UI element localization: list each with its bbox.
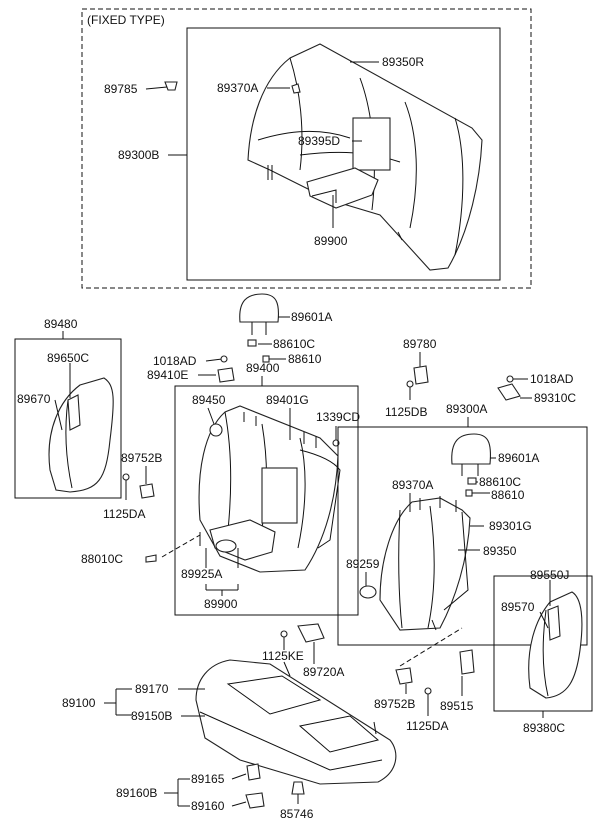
seat-cushion-assembly xyxy=(195,659,397,785)
headrest-right xyxy=(451,433,492,476)
label-89100: 89100 xyxy=(62,696,96,710)
bolt-1018AD-left xyxy=(220,355,228,363)
seatback-split-assembly xyxy=(198,405,341,573)
label-1018AD-right: 1018AD xyxy=(530,372,574,386)
bolt-88010C xyxy=(145,554,157,563)
label-89752B-left: 89752B xyxy=(121,451,162,465)
bolt-1125KE xyxy=(280,630,288,638)
bolt-1125DA-left xyxy=(122,473,130,481)
label-89370A-right: 89370A xyxy=(392,478,433,492)
bolt-1125DB xyxy=(406,380,414,388)
label-89601A-right: 89601A xyxy=(498,451,539,465)
fixed-type-title: (FIXED TYPE) xyxy=(87,13,165,27)
armrest-opening xyxy=(352,117,391,171)
label-89601A-left: 89601A xyxy=(291,310,332,324)
hinge-89515 xyxy=(459,649,475,675)
clip-85746 xyxy=(291,781,305,795)
label-89380C: 89380C xyxy=(523,721,565,735)
label-89370A-top: 89370A xyxy=(217,81,258,95)
fixed-type-frame xyxy=(81,8,532,289)
bracket-89780 xyxy=(413,365,429,385)
label-89400: 89400 xyxy=(246,361,280,375)
label-89650C: 89650C xyxy=(47,351,89,365)
label-89670: 89670 xyxy=(17,392,51,406)
label-89410E: 89410E xyxy=(147,368,188,382)
guide-88610C-right xyxy=(467,477,477,485)
label-89925A: 89925A xyxy=(181,567,222,581)
seatback-fixed-box xyxy=(186,27,501,281)
label-89401G: 89401G xyxy=(266,393,309,407)
label-85746: 85746 xyxy=(280,807,314,820)
label-89570: 89570 xyxy=(501,600,535,614)
label-89300A: 89300A xyxy=(446,402,487,416)
bushing-89752B-left xyxy=(139,483,155,499)
headrest-left xyxy=(239,293,280,335)
label-1125DA-bottom: 1125DA xyxy=(406,719,448,733)
seatback-right-box xyxy=(337,426,588,646)
bolt-1018AD-right xyxy=(506,375,514,383)
label-89310C: 89310C xyxy=(534,391,576,405)
guide-88610C-left xyxy=(247,339,257,347)
label-89160: 89160 xyxy=(191,799,225,813)
label-89780: 89780 xyxy=(403,337,437,351)
label-89752B-bottom: 89752B xyxy=(374,697,415,711)
label-89900-mid: 89900 xyxy=(204,597,238,611)
label-89259: 89259 xyxy=(346,557,380,571)
seatback-right-assembly xyxy=(379,496,471,631)
label-89550J: 89550J xyxy=(530,568,569,582)
label-89160B: 89160B xyxy=(116,786,157,800)
label-89720A: 89720A xyxy=(303,665,344,679)
bracket-89410E xyxy=(217,367,235,383)
bolt-1125DA-bottom xyxy=(424,687,432,695)
label-89170: 89170 xyxy=(135,682,169,696)
label-1125DB: 1125DB xyxy=(385,405,427,419)
armrest-opening-split xyxy=(261,467,298,524)
seatback-fixed-assembly xyxy=(164,43,483,271)
label-1125KE: 1125KE xyxy=(262,649,304,663)
label-1018AD-left: 1018AD xyxy=(153,354,197,368)
hook-89165 xyxy=(246,763,261,781)
bracket-89310C xyxy=(497,383,521,401)
label-89150B: 89150B xyxy=(131,709,172,723)
label-89900-top: 89900 xyxy=(314,234,348,248)
label-89515: 89515 xyxy=(440,699,474,713)
label-89350R: 89350R xyxy=(382,55,424,69)
label-1125DA-left: 1125DA xyxy=(103,507,145,521)
label-89300B: 89300B xyxy=(118,148,159,162)
label-89301G: 89301G xyxy=(489,519,532,533)
label-88610C-left: 88610C xyxy=(273,337,315,351)
seatback-center-box xyxy=(174,385,359,616)
label-88610C-right: 88610C xyxy=(479,475,521,489)
armrest-fixed xyxy=(306,167,379,209)
label-89165: 89165 xyxy=(191,772,225,786)
bracket-89160 xyxy=(245,792,265,809)
label-1339CD: 1339CD xyxy=(316,410,360,424)
bushing-89752B-bottom xyxy=(395,667,413,685)
label-88610-left: 88610 xyxy=(288,352,322,366)
clip-89785 xyxy=(164,81,178,91)
label-88610-right: 88610 xyxy=(491,488,525,502)
side-bolster-left xyxy=(48,377,114,493)
side-bolster-right xyxy=(528,591,583,699)
label-89450: 89450 xyxy=(192,393,226,407)
label-88010C: 88010C xyxy=(81,552,123,566)
hinge-89720A xyxy=(297,623,325,643)
label-89785: 89785 xyxy=(104,82,138,96)
label-89350: 89350 xyxy=(483,544,517,558)
label-89395D: 89395D xyxy=(298,134,340,148)
label-89480: 89480 xyxy=(44,317,78,331)
grommet-89259 xyxy=(359,585,377,599)
side-bolster-left-box xyxy=(14,338,122,499)
guide-88610-right xyxy=(465,489,473,497)
